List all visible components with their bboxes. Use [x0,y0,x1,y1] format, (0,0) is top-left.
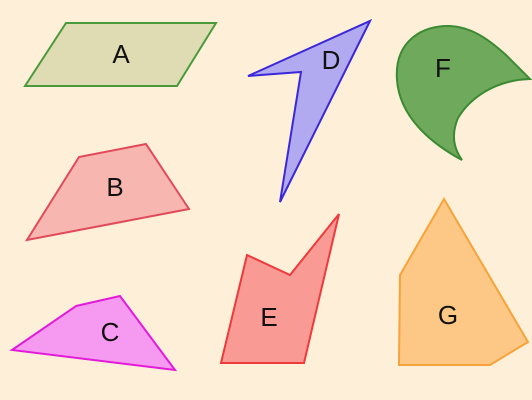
shape-c-label: C [101,317,120,347]
shape-g-label: G [438,300,458,330]
shape-d-label: D [322,45,341,75]
shape-a: A [23,22,218,87]
shape-a-polygon [23,22,218,87]
shape-d: D [247,18,373,203]
shape-g: G [397,197,530,366]
shape-f-crescent [395,24,532,161]
shape-c-polygon [9,294,178,372]
shape-e-label: E [260,302,277,332]
shape-e-polygon [219,213,340,364]
shape-e: E [219,213,340,364]
shape-g-polygon [397,197,530,366]
shape-b-polygon [24,142,191,242]
shape-d-polygon [247,18,373,203]
shape-c: C [9,294,178,372]
shape-b-label: B [106,172,123,202]
shape-b: B [24,142,191,242]
shape-f: F [395,24,532,161]
shape-a-label: A [112,39,130,69]
shape-f-label: F [435,53,451,83]
